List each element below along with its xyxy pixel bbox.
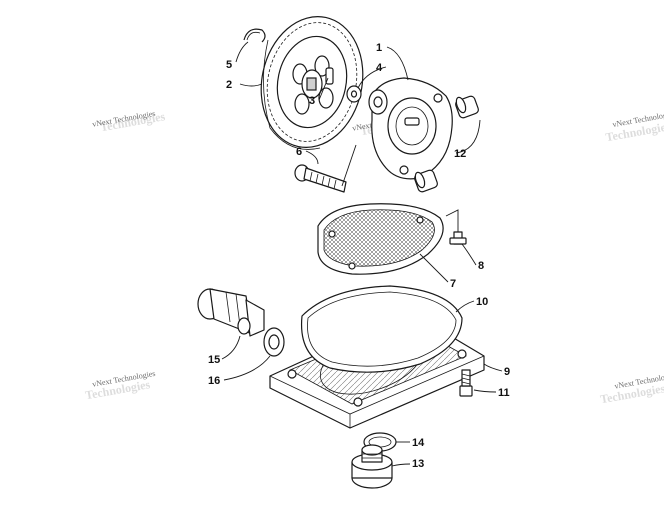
callout-2: 2 (226, 79, 232, 91)
leader-9 (483, 363, 503, 372)
bolt-part-8 (449, 231, 467, 245)
bolt-part-6 (294, 164, 347, 193)
bolt-axis-line (341, 144, 357, 187)
gear-part-2 (260, 16, 364, 150)
leader-15 (221, 335, 241, 360)
callout-12: 12 (454, 148, 466, 160)
leader-2 (239, 83, 263, 87)
leader-3 (318, 77, 329, 101)
watermark-right-top: Technologies vNext Technologies (604, 109, 664, 144)
pump-housing-part-1 (368, 77, 453, 180)
callout-7: 7 (450, 278, 456, 290)
washer-part-4 (346, 85, 362, 103)
leader-1 (386, 46, 409, 81)
leader-4 (357, 66, 387, 89)
callout-9: 9 (504, 366, 510, 378)
sensor-part-15 (197, 288, 265, 337)
leader-7 (419, 253, 449, 283)
drain-plug-part-13 (351, 444, 393, 489)
callout-1: 1 (376, 42, 382, 54)
dowel-part-12b (414, 169, 438, 193)
callout-4: 4 (376, 62, 383, 74)
leader-12 (455, 119, 481, 154)
bolt-8-axis (445, 209, 459, 232)
leader-13 (391, 463, 411, 467)
callout-14: 14 (412, 437, 425, 449)
callout-13: 13 (412, 458, 424, 470)
callout-15: 15 (208, 354, 220, 366)
callout-3: 3 (309, 95, 315, 107)
pin-part-3 (325, 67, 334, 85)
oil-screen-part-7 (317, 203, 444, 275)
leader-11 (473, 389, 497, 393)
watermark-right-bottom: Technologies vNext Technologies (599, 371, 664, 407)
watermark-left-top: Technologies vNext Technologies (92, 109, 167, 135)
callout-5: 5 (226, 59, 232, 71)
callout-16: 16 (208, 375, 220, 387)
leader-16 (223, 355, 271, 381)
snap-ring-part-5 (243, 28, 266, 43)
callout-11: 11 (498, 387, 510, 399)
dowel-part-12a (455, 95, 479, 119)
callout-6: 6 (296, 146, 302, 158)
leader-5 (235, 41, 249, 63)
callout-10: 10 (476, 296, 488, 308)
leader-10 (455, 300, 475, 313)
leader-6 (305, 150, 319, 165)
leader-8 (461, 243, 477, 266)
watermark-left-bottom: Technologies vNext Technologies (84, 369, 156, 403)
bolt-part-11 (459, 369, 473, 397)
washer-part-16 (263, 327, 285, 357)
gasket-part-10 (300, 285, 463, 373)
callout-8: 8 (478, 260, 484, 272)
